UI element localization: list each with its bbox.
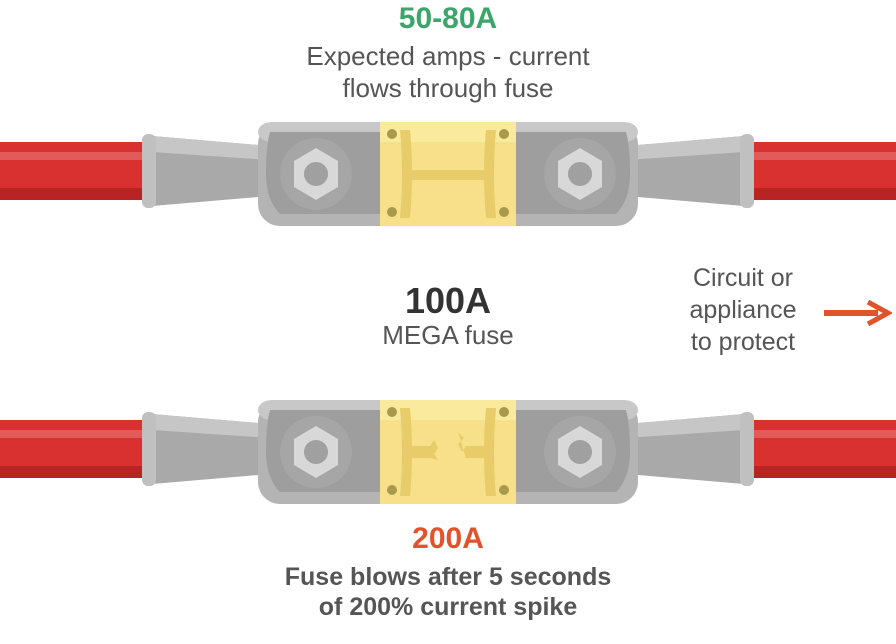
normal-amps-label: 50-80A: [398, 2, 498, 35]
fuse-element: [380, 122, 516, 226]
protected-circuit-note-line2: appliance: [689, 296, 797, 324]
right-terminal: [506, 410, 630, 492]
right-cable: [736, 142, 896, 200]
right-crimp-sleeve: [626, 412, 754, 486]
left-terminal: [266, 132, 390, 214]
fuse-rating-label: 100A: [404, 280, 492, 321]
broken-link-left-icon: [410, 440, 438, 460]
normal-amps-description-line1: Expected amps - current: [306, 41, 590, 71]
normal-amps-description-line2: flows through fuse: [342, 73, 554, 103]
blown-amps-description-line1: Fuse blows after 5 seconds: [284, 563, 612, 591]
normal-amps-description: Expected amps - current flows through fu…: [248, 40, 648, 104]
blown-amps-label: 200A: [412, 522, 484, 555]
fuse-type-label: MEGA fuse: [382, 320, 514, 350]
protected-circuit-note-line3: to protect: [690, 328, 796, 356]
left-cable: [0, 142, 160, 200]
right-crimp-sleeve: [626, 134, 754, 208]
left-crimp-sleeve: [142, 412, 270, 486]
left-crimp-sleeve: [142, 134, 270, 208]
blown-amps-description: Fuse blows after 5 seconds of 200% curre…: [198, 562, 698, 622]
broken-link-right-icon: [458, 432, 486, 458]
arrow-right-icon: [824, 300, 892, 326]
right-terminal: [506, 132, 630, 214]
blown-fuse-diagram: [0, 400, 896, 504]
blown-fuse-element: [380, 400, 516, 504]
intact-fuse-diagram: [0, 122, 896, 226]
protected-circuit-note: Circuit or appliance to protect: [660, 262, 826, 358]
protected-circuit-note-line1: Circuit or: [692, 264, 793, 292]
blown-amps-description-line2: of 200% current spike: [318, 593, 578, 621]
left-terminal: [266, 410, 390, 492]
right-cable: [736, 420, 896, 478]
left-cable: [0, 420, 160, 478]
